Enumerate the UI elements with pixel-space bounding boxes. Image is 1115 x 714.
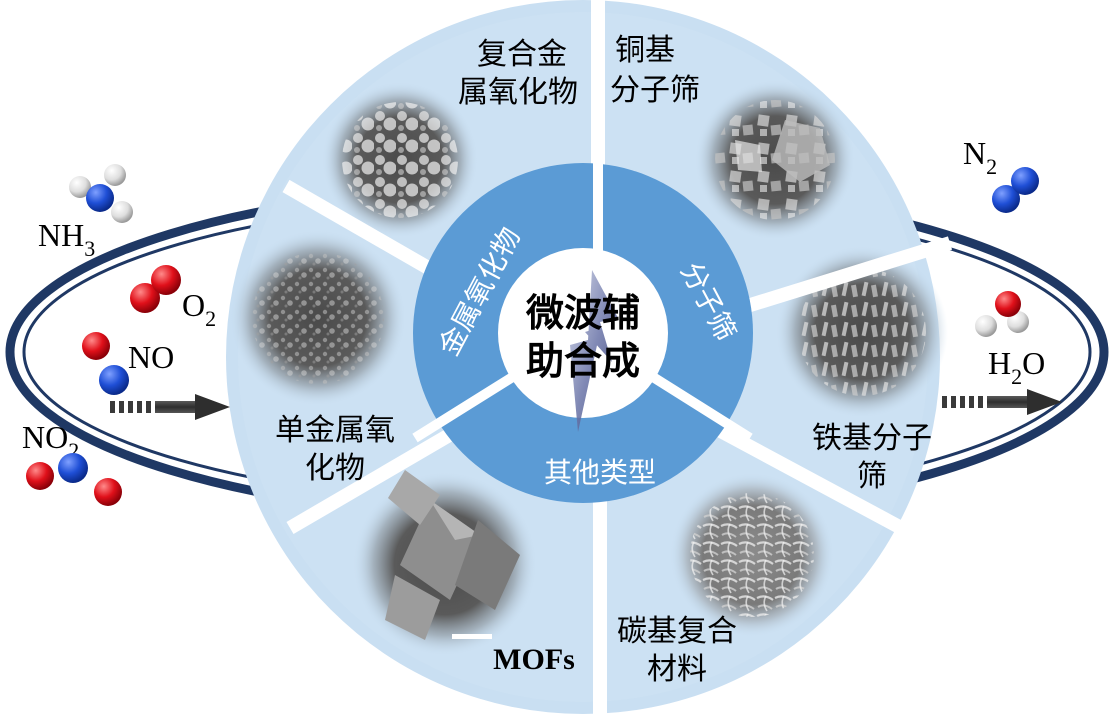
no-molecule-icon — [82, 332, 129, 395]
outlet-arrow-icon — [942, 389, 1062, 415]
sector-label-composite-oxide-2: 属氧化物 — [458, 75, 578, 110]
sector-label-carbon-2: 材料 — [647, 652, 707, 687]
lightning-bolt-icon — [570, 270, 618, 432]
center-circle — [498, 248, 668, 418]
sector-label-single-oxide-1: 单金属氧 — [275, 413, 395, 448]
o2-label: O2 — [182, 287, 216, 331]
h2o-label: H2O — [988, 345, 1045, 389]
ring-label-other: 其他类型 — [544, 456, 656, 489]
center-title-line1: 微波辅 — [525, 291, 640, 335]
no2-molecule-icon — [26, 453, 122, 506]
sector-label-copper-sieve-1: 铜基 — [615, 33, 675, 68]
sem-copper-sieve — [695, 80, 855, 240]
sem-mofs — [353, 470, 537, 656]
h2o-molecule-icon — [975, 291, 1029, 337]
nh3-molecule-icon — [69, 164, 133, 223]
n2-label: N2 — [963, 135, 997, 179]
n2-molecule-icon — [992, 167, 1039, 213]
center-title-line2: 助合成 — [526, 339, 640, 383]
sector-label-carbon-1: 碳基复合 — [617, 614, 737, 649]
sector-label-mofs: MOFs — [493, 643, 575, 676]
sector-label-single-oxide-2: 化物 — [305, 451, 365, 486]
sem-composite-oxide — [322, 82, 478, 238]
o2-molecule-icon — [130, 265, 181, 313]
no-label: NO — [128, 339, 174, 375]
sector-label-iron-sieve-2: 筛 — [857, 459, 887, 494]
no2-label: NO2 — [22, 419, 79, 463]
sector-label-iron-sieve-1: 铁基分子 — [812, 421, 932, 456]
sector-label-composite-oxide-1: 复合金 — [477, 37, 567, 72]
inlet-arrow-icon — [110, 394, 230, 420]
nh3-label: NH3 — [38, 217, 95, 261]
sem-carbon — [670, 473, 834, 637]
sector-label-copper-sieve-2: 分子筛 — [610, 73, 700, 108]
sem-single-oxide — [230, 230, 406, 406]
